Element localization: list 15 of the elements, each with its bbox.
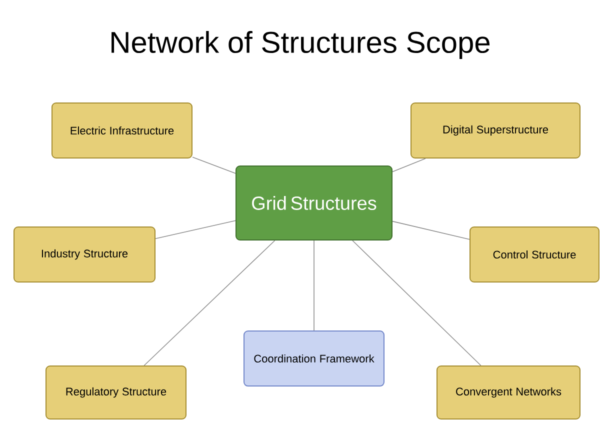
box-node: Coordination Framework (244, 330, 384, 386)
box-node: Control Structure (470, 226, 600, 282)
connector-line (352, 240, 482, 366)
box-node: Industry Structure (14, 226, 156, 282)
connector-line (392, 220, 470, 240)
connector-line (192, 156, 236, 174)
connector-line (392, 158, 426, 172)
box-node: Electric Infrastructure (52, 102, 192, 158)
connector-line (144, 240, 276, 366)
central-box: Grid Structures (236, 166, 392, 240)
box-node: Regulatory Structure (46, 366, 186, 420)
box-node: Convergent Networks (436, 366, 580, 420)
box-node: Digital Superstructure (410, 102, 580, 158)
connector-line (155, 220, 236, 239)
title: Network of Structures Scope (112, 31, 490, 59)
